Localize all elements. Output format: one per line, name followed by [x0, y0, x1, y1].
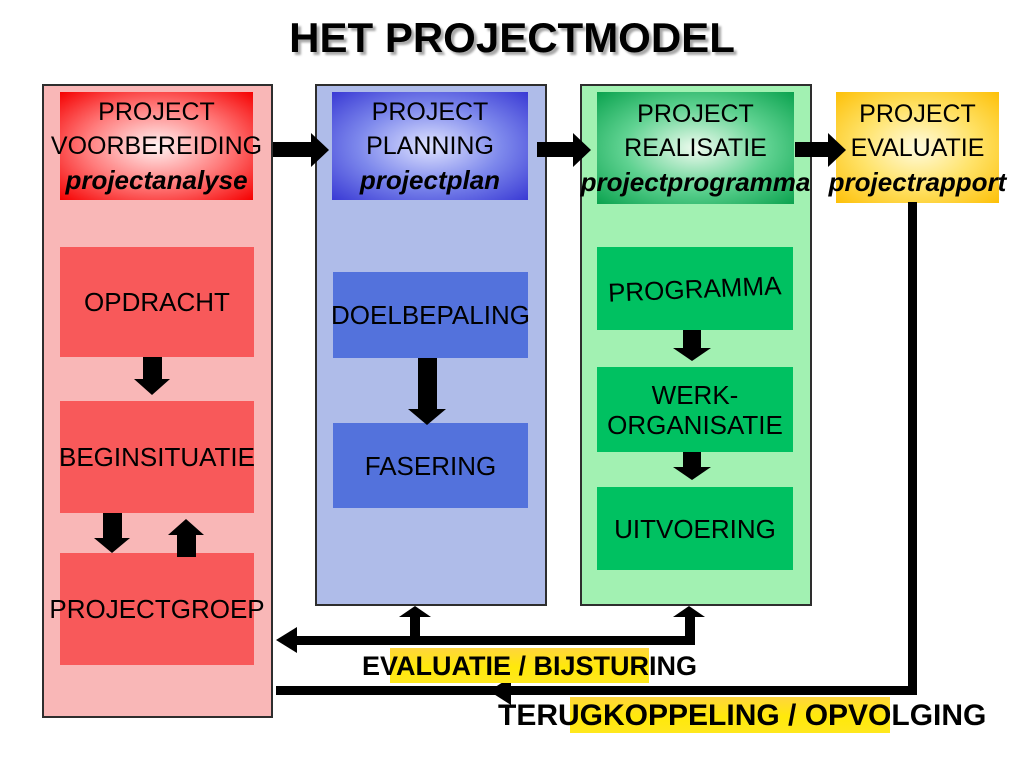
box-label: PROJECTGROEP [49, 594, 265, 624]
box-label: PROGRAMMA [607, 269, 783, 308]
box-label: UITVOERING [614, 513, 776, 544]
arrow-up-icon [177, 535, 196, 557]
arrow-up-icon [685, 615, 695, 638]
feedback-line-terugkoppeling [276, 686, 917, 695]
arrow-up-head-icon [399, 606, 431, 617]
box-label: BEGINSITUATIE [59, 442, 255, 472]
header-line: PLANNING [366, 132, 494, 160]
feedback-line-vertical [908, 202, 917, 691]
header-project-realisatie: PROJECT REALISATIE projectprogramma [581, 92, 810, 204]
box-doelbepaling: DOELBEPALING [331, 272, 530, 358]
header-project-evaluatie: PROJECT EVALUATIE projectrapport [829, 92, 1006, 203]
arrow-down-head-icon [94, 538, 130, 553]
box-label: ORGANISATIE [607, 409, 783, 440]
page-title: HET PROJECTMODEL [289, 14, 735, 61]
header-project-voorbereiding: PROJECT VOORBEREIDING projectanalyse [51, 92, 262, 200]
arrow-up-head-icon [168, 519, 204, 535]
arrow-down-icon [103, 513, 122, 538]
arrow-left-head-icon [489, 677, 511, 705]
arrow-right-icon [795, 142, 828, 157]
arrow-down-icon [418, 358, 437, 409]
arrow-down-head-icon [134, 379, 170, 395]
header-subtitle: projectprogramma [580, 167, 811, 197]
arrow-right-head-icon [311, 133, 329, 167]
arrow-down-icon [143, 357, 162, 379]
header-line: EVALUATIE [850, 133, 985, 162]
header-project-planning: PROJECT PLANNING projectplan [332, 92, 528, 200]
highlight-evaluatie [390, 648, 649, 683]
arrow-right-head-icon [828, 133, 846, 167]
header-subtitle: projectrapport [828, 166, 1007, 197]
header-line: PROJECT [98, 98, 215, 126]
box-uitvoering: UITVOERING [597, 487, 793, 570]
arrow-down-icon [683, 452, 701, 467]
arrow-up-icon [410, 615, 420, 638]
box-label: DOELBEPALING [331, 300, 530, 330]
feedback-line-evaluatie [294, 636, 695, 645]
header-line: PROJECT [371, 98, 489, 126]
arrow-right-icon [537, 142, 573, 157]
arrow-right-icon [273, 142, 311, 157]
header-line: PROJECT [637, 100, 754, 128]
box-beginsituatie: BEGINSITUATIE [59, 401, 255, 513]
box-label: WERK- [651, 379, 739, 410]
arrow-left-head-icon [276, 627, 297, 653]
arrow-down-head-icon [673, 467, 711, 480]
label-terugkoppeling-opvolging: TERUGKOPPELING / OPVOLGING [498, 699, 987, 732]
box-fasering: FASERING [333, 423, 528, 508]
header-line: VOORBEREIDING [50, 132, 263, 160]
header-line: REALISATIE [624, 134, 767, 162]
box-projectgroep: PROJECTGROEP [49, 553, 265, 665]
box-label: FASERING [364, 450, 497, 481]
header-subtitle: projectplan [359, 165, 501, 195]
box-opdracht: OPDRACHT [60, 247, 254, 357]
header-line: PROJECT [859, 99, 976, 128]
arrow-down-head-icon [408, 409, 446, 425]
arrow-down-icon [683, 330, 701, 348]
box-label: OPDRACHT [84, 287, 230, 317]
highlight-terugkoppeling [570, 697, 890, 733]
arrow-right-head-icon [573, 133, 591, 167]
arrow-down-head-icon [673, 348, 711, 361]
box-programma: PROGRAMMA [597, 247, 793, 330]
label-evaluatie-bijsturing: EVALUATIE / BIJSTURING [362, 651, 698, 681]
header-subtitle: projectanalyse [65, 165, 248, 195]
box-werkorganisatie: WERK- ORGANISATIE [597, 367, 793, 452]
arrow-up-head-icon [673, 606, 705, 617]
